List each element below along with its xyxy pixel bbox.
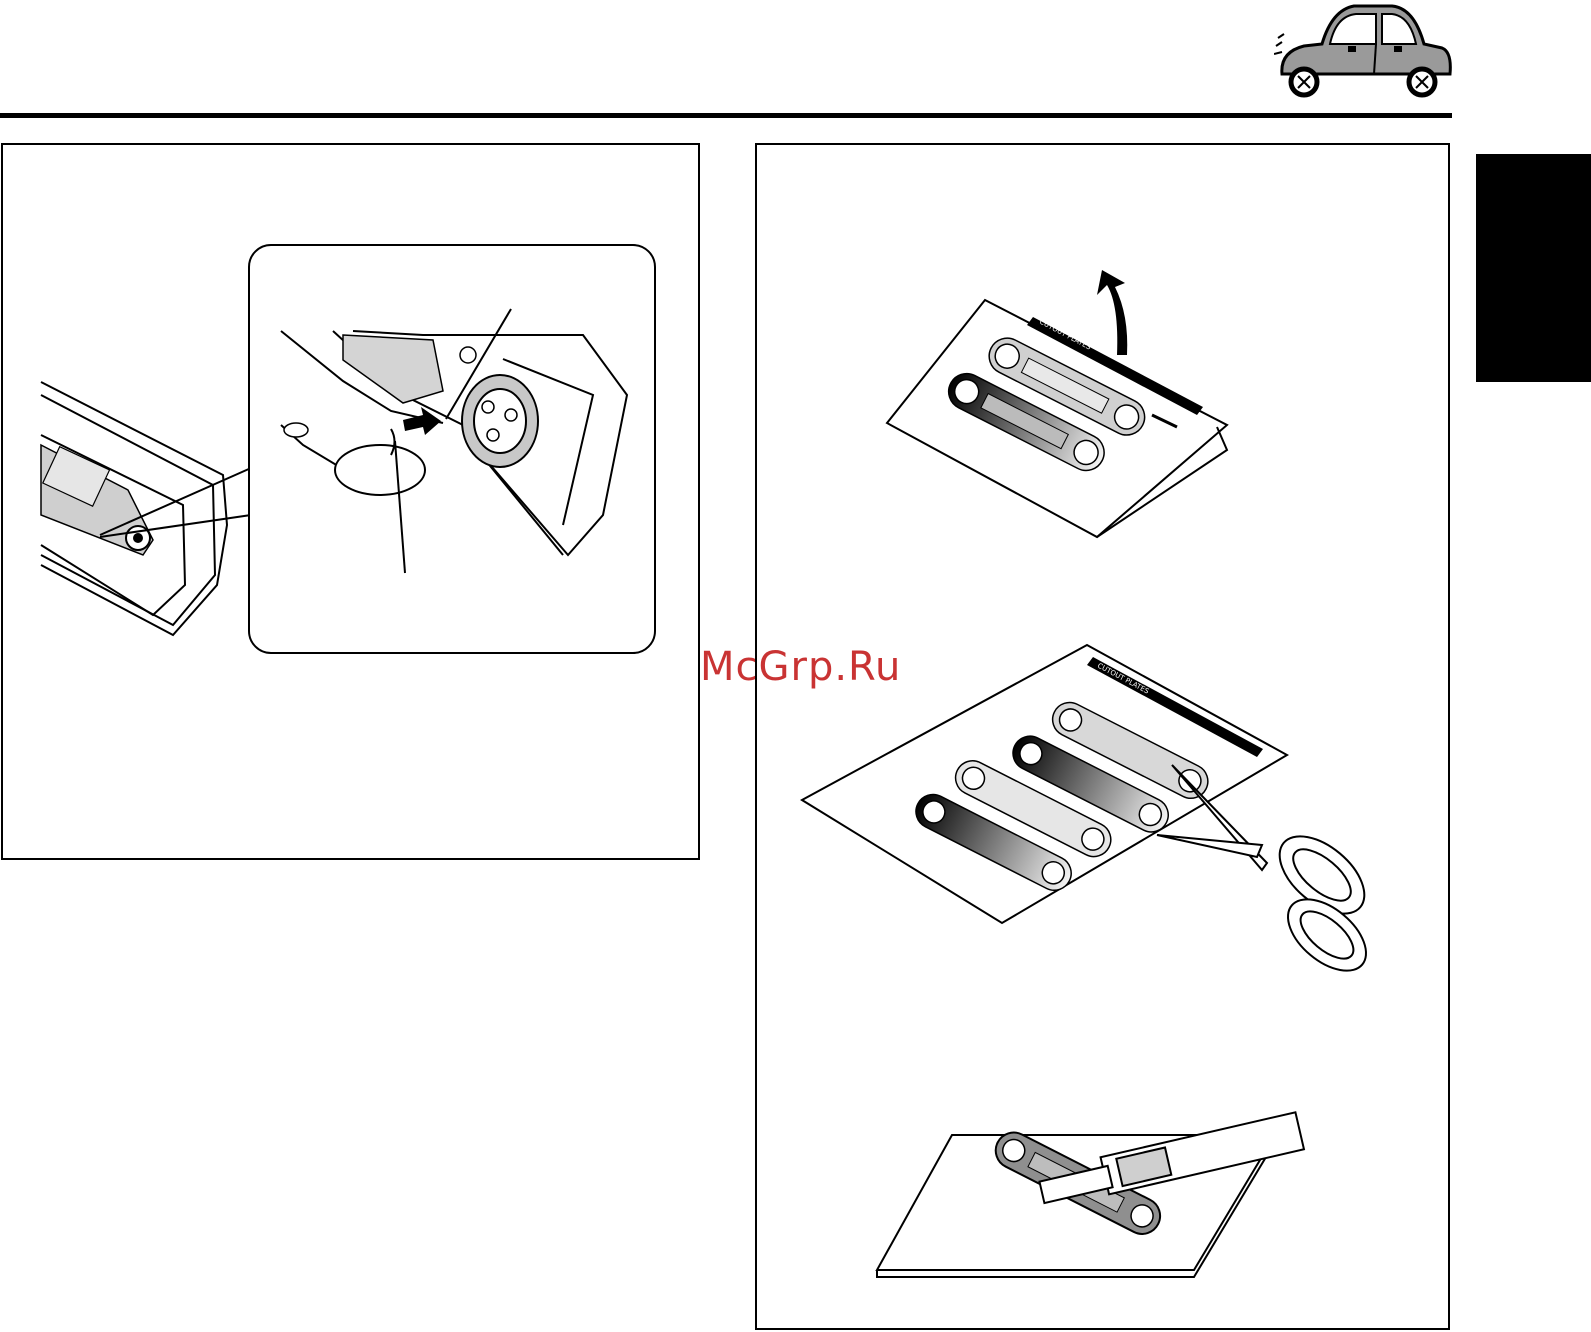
- watermark: McGrp.Ru: [700, 644, 901, 690]
- magnified-detail-callout: [249, 245, 655, 653]
- illustration-panel-left: [1, 143, 700, 860]
- cutter-knife-plate-illustration: [877, 1112, 1304, 1277]
- cutout-sheet-folded-illustration: CUTOUT PLATES: [887, 270, 1227, 537]
- unit-faceplate-illustration: [3, 145, 698, 858]
- car-icon: [1274, 2, 1454, 102]
- illustration-panel-right: CUTOUT PLATES CUTOUT PLATES: [755, 143, 1450, 1330]
- cutout-sheet-scissors-illustration: CUTOUT PLATES: [802, 645, 1379, 984]
- header-rule: [0, 113, 1452, 118]
- section-tab: [1476, 154, 1591, 382]
- cutout-steps-illustration: CUTOUT PLATES CUTOUT PLATES: [757, 145, 1448, 1328]
